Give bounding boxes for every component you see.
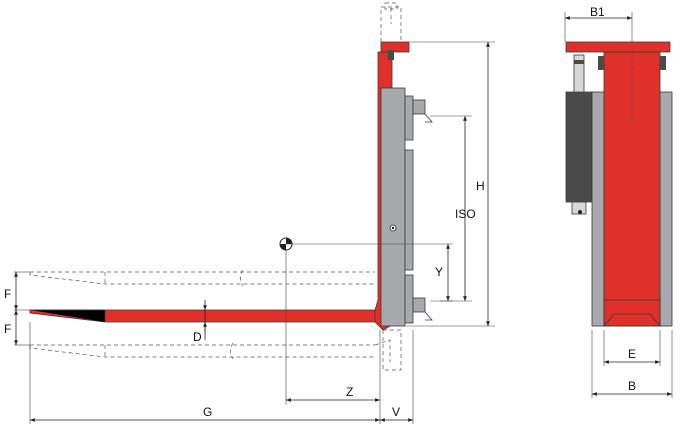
fork-lower-dashed xyxy=(29,339,391,362)
label-d: D xyxy=(193,330,202,344)
cylinder-rod-dashed xyxy=(382,329,402,371)
label-v: V xyxy=(392,405,400,419)
label-y: Y xyxy=(435,265,443,279)
label-b1: B1 xyxy=(590,5,605,19)
label-f-lower: F xyxy=(4,322,11,336)
cylinder-top-dashed xyxy=(380,2,402,44)
side-view: H ISO Y F F D Z G V xyxy=(4,2,495,424)
fork-solid xyxy=(29,51,393,331)
dimension-lines xyxy=(14,42,490,422)
hydraulic-cylinder xyxy=(565,91,593,203)
extension-lines xyxy=(14,41,495,424)
front-view: B1 E B xyxy=(564,5,673,398)
top-bracket xyxy=(380,41,410,60)
label-h: H xyxy=(476,179,485,193)
label-b: B xyxy=(628,379,636,393)
carriage-plate xyxy=(380,87,433,327)
label-z: Z xyxy=(346,385,353,399)
label-e: E xyxy=(628,347,636,361)
label-f-upper: F xyxy=(4,287,11,301)
label-iso: ISO xyxy=(455,207,476,221)
label-g: G xyxy=(203,405,212,419)
fork-upper-dashed xyxy=(29,269,375,287)
